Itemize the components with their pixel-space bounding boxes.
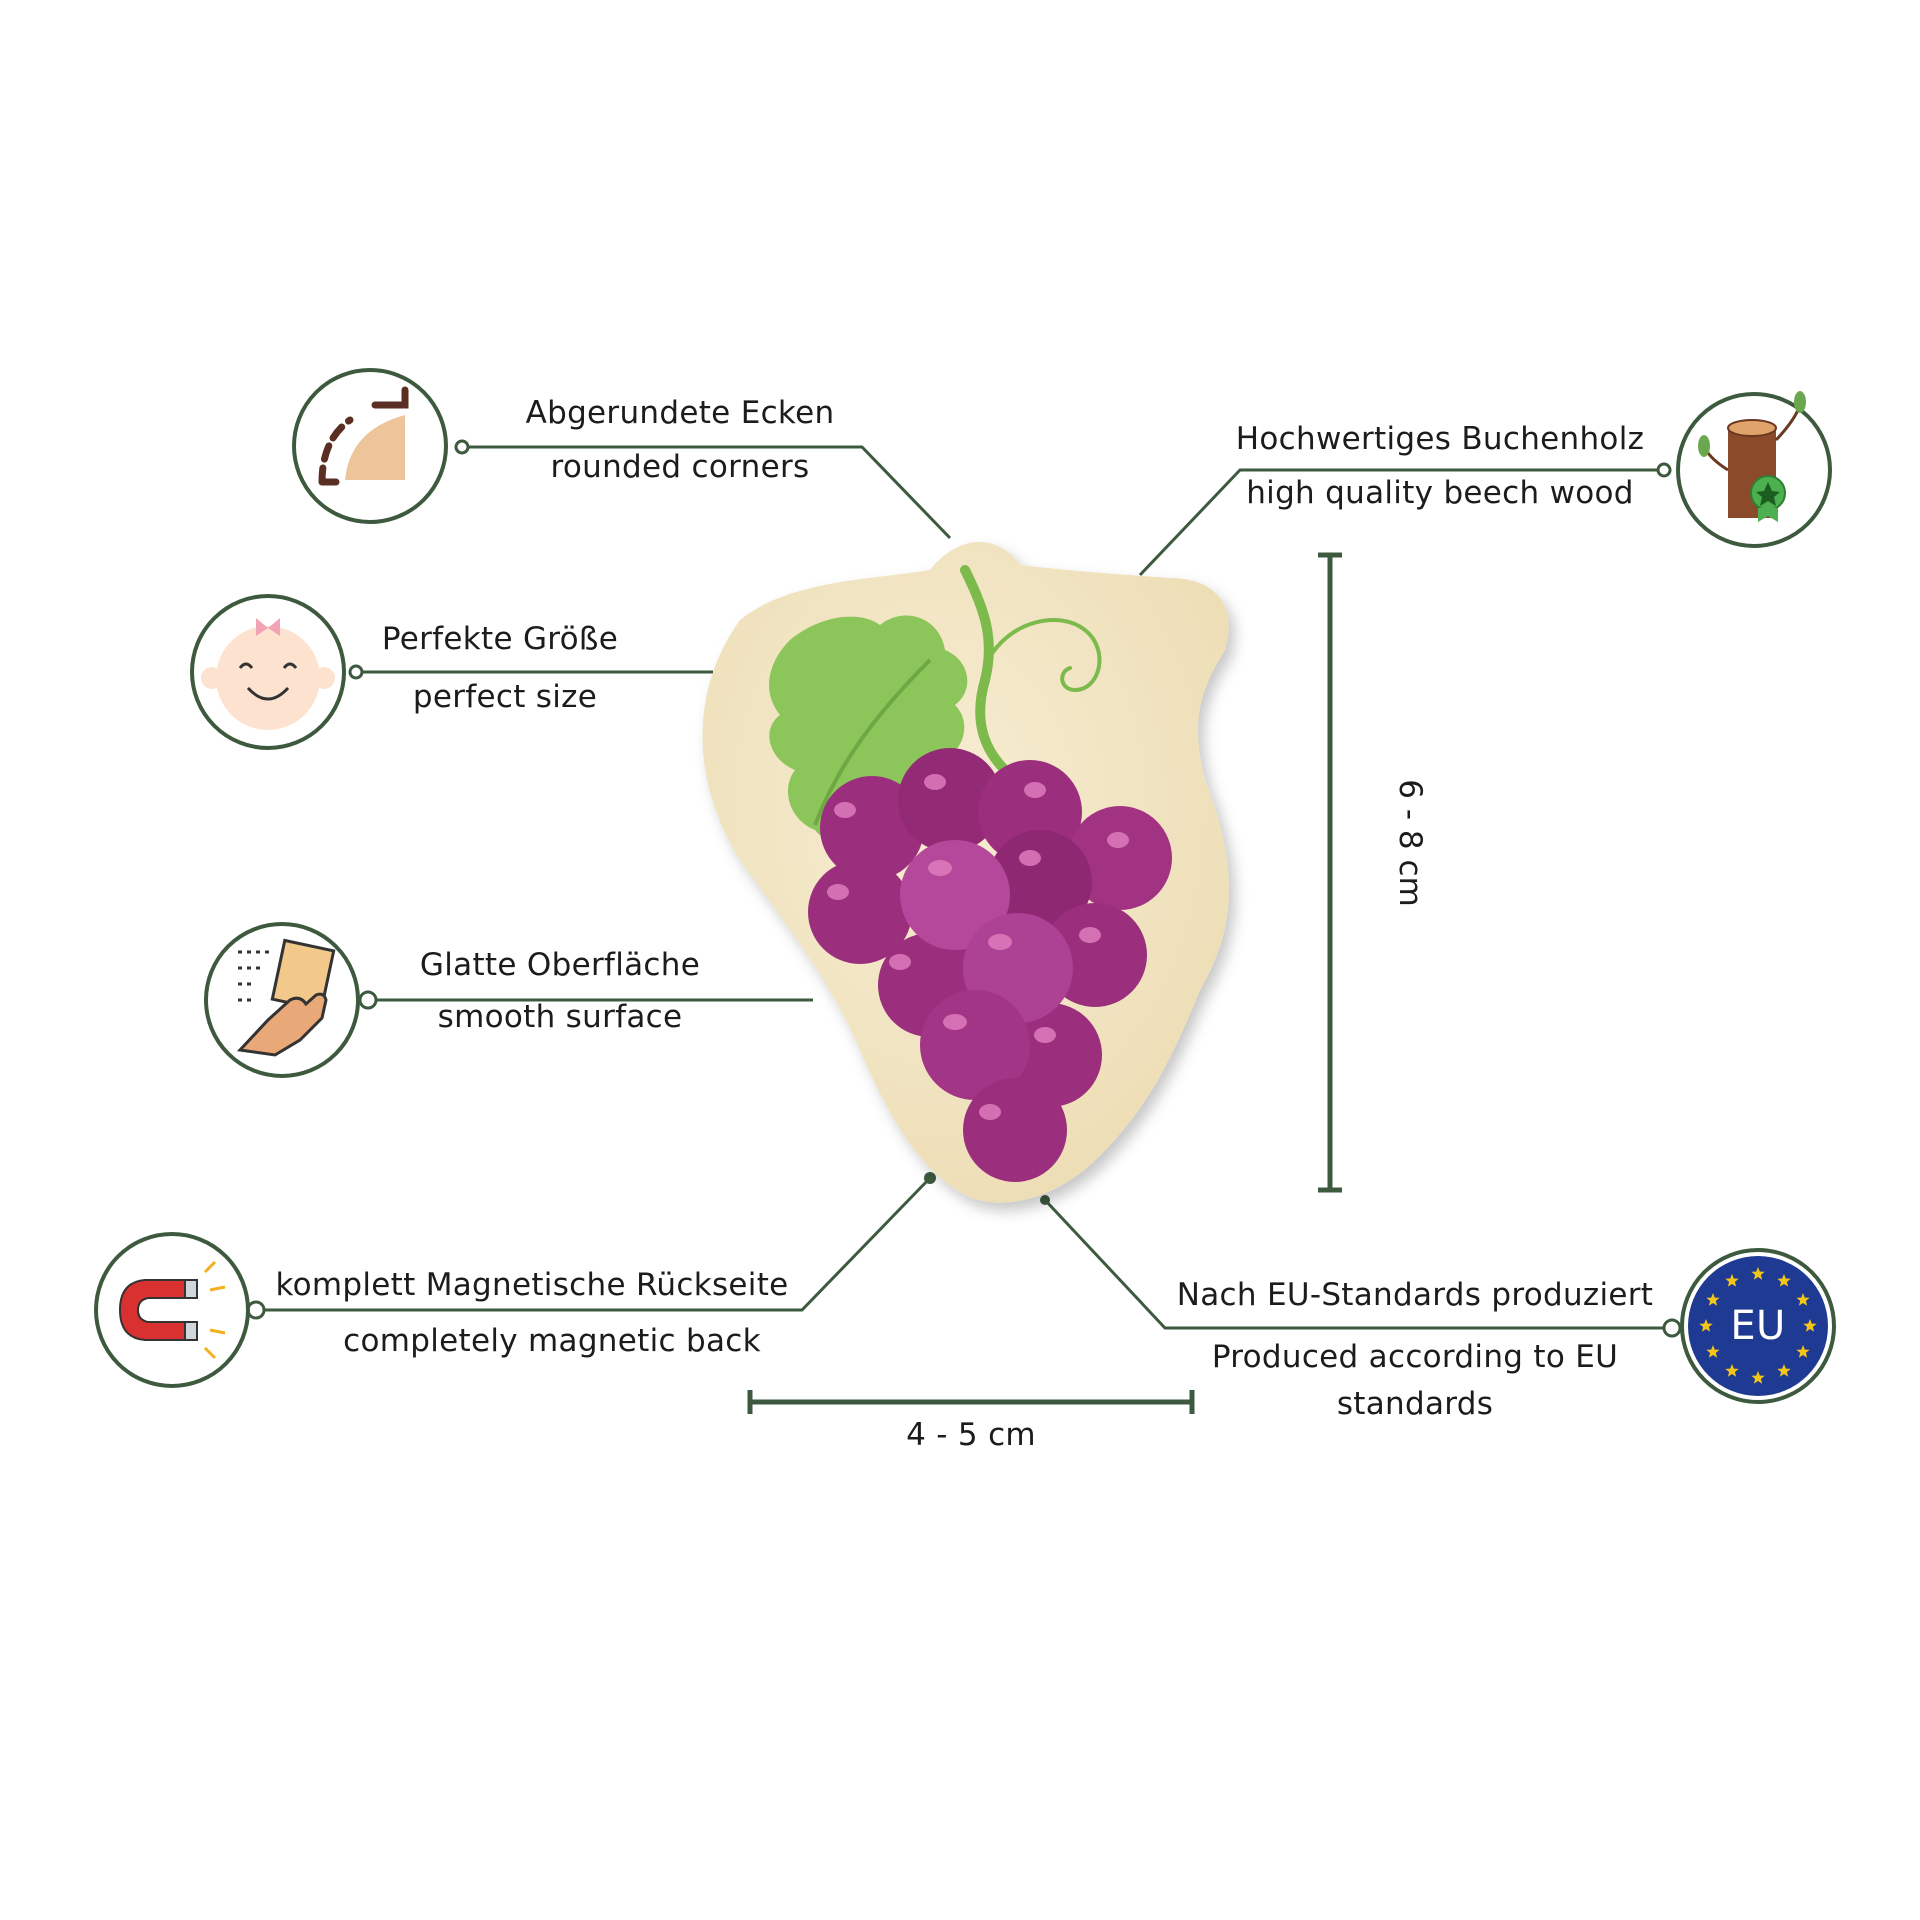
surface-label-de: Glatte Oberfläche — [419, 947, 701, 983]
grape-magnet-product — [702, 541, 1229, 1203]
connector-eu — [1043, 1198, 1672, 1330]
connector-dot — [358, 990, 378, 1010]
connector-dot — [454, 439, 470, 455]
corners-label-de: Abgerundete Ecken — [525, 395, 835, 431]
eu-star — [1699, 1319, 1713, 1332]
width-dimension-label: 4 - 5 cm — [906, 1417, 1036, 1453]
rounded-corner-icon — [292, 368, 448, 524]
wood-label-en: high quality beech wood — [1246, 475, 1634, 511]
grape-stem — [960, 565, 1010, 775]
magnet-label-en: completely magnetic back — [343, 1323, 761, 1359]
eu-label-en-line2: standards — [1336, 1386, 1494, 1422]
eu-star — [1796, 1293, 1810, 1306]
connector-dot — [1662, 1318, 1682, 1338]
connector-corners — [462, 445, 952, 540]
eu-star — [1725, 1274, 1739, 1287]
connector-wood — [1138, 468, 1664, 577]
height-dimension-label: 6 - 8 cm — [1392, 779, 1428, 907]
eu-label-de: Nach EU-Standards produziert — [1176, 1277, 1654, 1313]
eu-label-en-line1: Produced according to EU — [1211, 1339, 1619, 1375]
grape — [988, 830, 1092, 934]
connector-lines — [256, 445, 1672, 1330]
eu-star — [1751, 1267, 1765, 1280]
corners-label-en: rounded corners — [550, 449, 810, 485]
eu-star — [1751, 1371, 1765, 1384]
eu-star — [1706, 1345, 1720, 1358]
eu-star — [1777, 1274, 1791, 1287]
grape-tendril — [986, 618, 1102, 693]
grape-highlights — [827, 774, 1129, 1120]
baby-face-icon — [190, 594, 346, 750]
connector-magnet — [256, 1176, 932, 1312]
grape — [1068, 806, 1172, 910]
grape — [898, 748, 1002, 852]
size-label-en: perfect size — [412, 679, 598, 715]
grape — [820, 776, 924, 880]
connector-dot — [348, 664, 364, 680]
grape — [900, 840, 1010, 950]
connector-dot — [1656, 462, 1672, 478]
size-label-de: Perfekte Größe — [381, 621, 619, 657]
eu-star — [1777, 1364, 1791, 1377]
eu-badge-text: EU — [1730, 1303, 1786, 1349]
eu-star — [1725, 1364, 1739, 1377]
magnet-label-de: komplett Magnetische Rückseite — [275, 1267, 789, 1303]
eu-stars — [1699, 1267, 1817, 1384]
hand-wiping-icon — [204, 922, 360, 1078]
connector-dot — [1040, 1195, 1050, 1205]
connector-dot — [924, 1172, 936, 1184]
connector-dot — [246, 1300, 266, 1320]
eu-star — [1796, 1345, 1810, 1358]
eu-star — [1706, 1293, 1720, 1306]
grape — [963, 1078, 1067, 1182]
width-dimension-bar — [747, 1390, 1195, 1414]
eu-flag-icon — [1680, 1248, 1836, 1404]
wood-log-icon — [1676, 391, 1832, 548]
surface-label-en: smooth surface — [437, 999, 683, 1035]
magnet-icon — [94, 1232, 250, 1388]
eu-star — [1803, 1319, 1817, 1332]
height-dimension-bar — [1318, 552, 1342, 1193]
wood-label-de: Hochwertiges Buchenholz — [1235, 421, 1645, 457]
leaf-vein — [813, 658, 932, 826]
